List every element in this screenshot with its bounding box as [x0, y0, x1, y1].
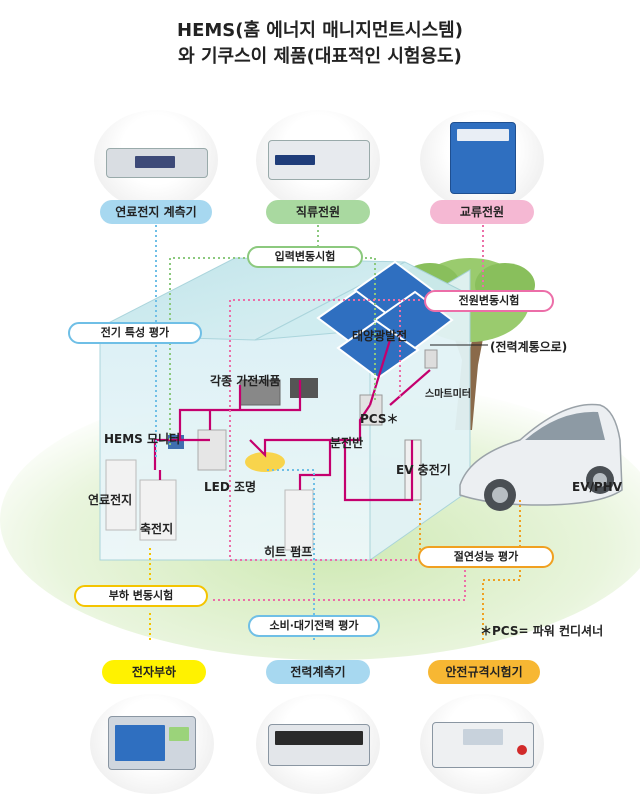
- ac-power-label[interactable]: 교류전원: [430, 200, 534, 224]
- safety-tester-indicator: [517, 745, 527, 755]
- insulation-test-label: 절연성능 평가: [418, 546, 554, 568]
- ac-power-supply-device: [450, 122, 516, 194]
- power-meter-photo: [256, 694, 380, 794]
- dc-power-supply-photo: [256, 110, 380, 210]
- power-meter-label[interactable]: 전력계측기: [266, 660, 370, 684]
- pcs-label: PCS＊: [360, 412, 399, 426]
- dc-power-label[interactable]: 직류전원: [266, 200, 370, 224]
- fuel-cell-meter-display: [135, 156, 175, 168]
- safety-tester-label[interactable]: 안전규격시험기: [428, 660, 540, 684]
- dc-power-supply-device: [268, 140, 370, 180]
- house-appliances: [105, 349, 438, 551]
- electronic-load-label[interactable]: 전자부하: [102, 660, 206, 684]
- electrical-characteristics-label: 전기 특성 평가: [68, 322, 202, 344]
- fuel-cell-meter-device: [106, 148, 208, 178]
- fuel-cell-meter-label[interactable]: 연료전지 계측기: [100, 200, 212, 224]
- storage-battery-label: 축전지: [140, 522, 174, 536]
- solar-label: 태양광발전: [352, 329, 408, 343]
- power-variation-test-label: 전원변동시험: [424, 290, 554, 312]
- led-label: LED 조명: [204, 480, 257, 494]
- hems-monitor-label: HEMS 모니터: [104, 432, 181, 446]
- grid-label: (전력계통으로): [490, 340, 568, 354]
- electronic-load-photo: [90, 694, 214, 794]
- electronic-load-display: [169, 727, 189, 741]
- power-meter-display: [275, 731, 363, 745]
- ac-power-supply-display: [457, 129, 509, 141]
- ev-charger-label: EV 충전기: [396, 463, 451, 477]
- dc-power-supply-panel: [275, 155, 315, 165]
- electronic-load-device: [108, 716, 196, 770]
- safety-tester-display: [463, 729, 503, 745]
- page-title-line2: 와 기쿠스이 제품(대표적인 시험용도): [178, 46, 462, 67]
- heat-pump-label: 히트 펌프: [264, 545, 313, 559]
- page-title-line1: HEMS(홈 에너지 매니지먼트시스템): [177, 20, 463, 41]
- smart-meter-label: 스마트미터: [425, 389, 471, 400]
- ev-phv-label: EV/PHV: [572, 480, 622, 494]
- electronic-load-modules: [115, 725, 165, 761]
- fuel-cell-meter-photo: [94, 110, 218, 210]
- fuel-cell-label: 연료전지: [88, 493, 133, 507]
- load-variation-test-label: 부하 변동시험: [74, 585, 208, 607]
- input-variation-test-label: 입력변동시험: [247, 246, 363, 268]
- pcs-footnote: ＊PCS= 파워 컨디셔너: [480, 624, 604, 638]
- car-illustration: [459, 403, 623, 511]
- safety-tester-photo: [420, 694, 544, 794]
- distribution-board-label: 분전반: [330, 436, 364, 450]
- appliances-label: 각종 가전제품: [210, 374, 281, 388]
- safety-tester-device: [432, 722, 534, 768]
- power-meter-device: [268, 724, 370, 766]
- ac-power-supply-photo: [420, 110, 544, 210]
- consumption-standby-test-label: 소비·대기전력 평가: [248, 615, 380, 637]
